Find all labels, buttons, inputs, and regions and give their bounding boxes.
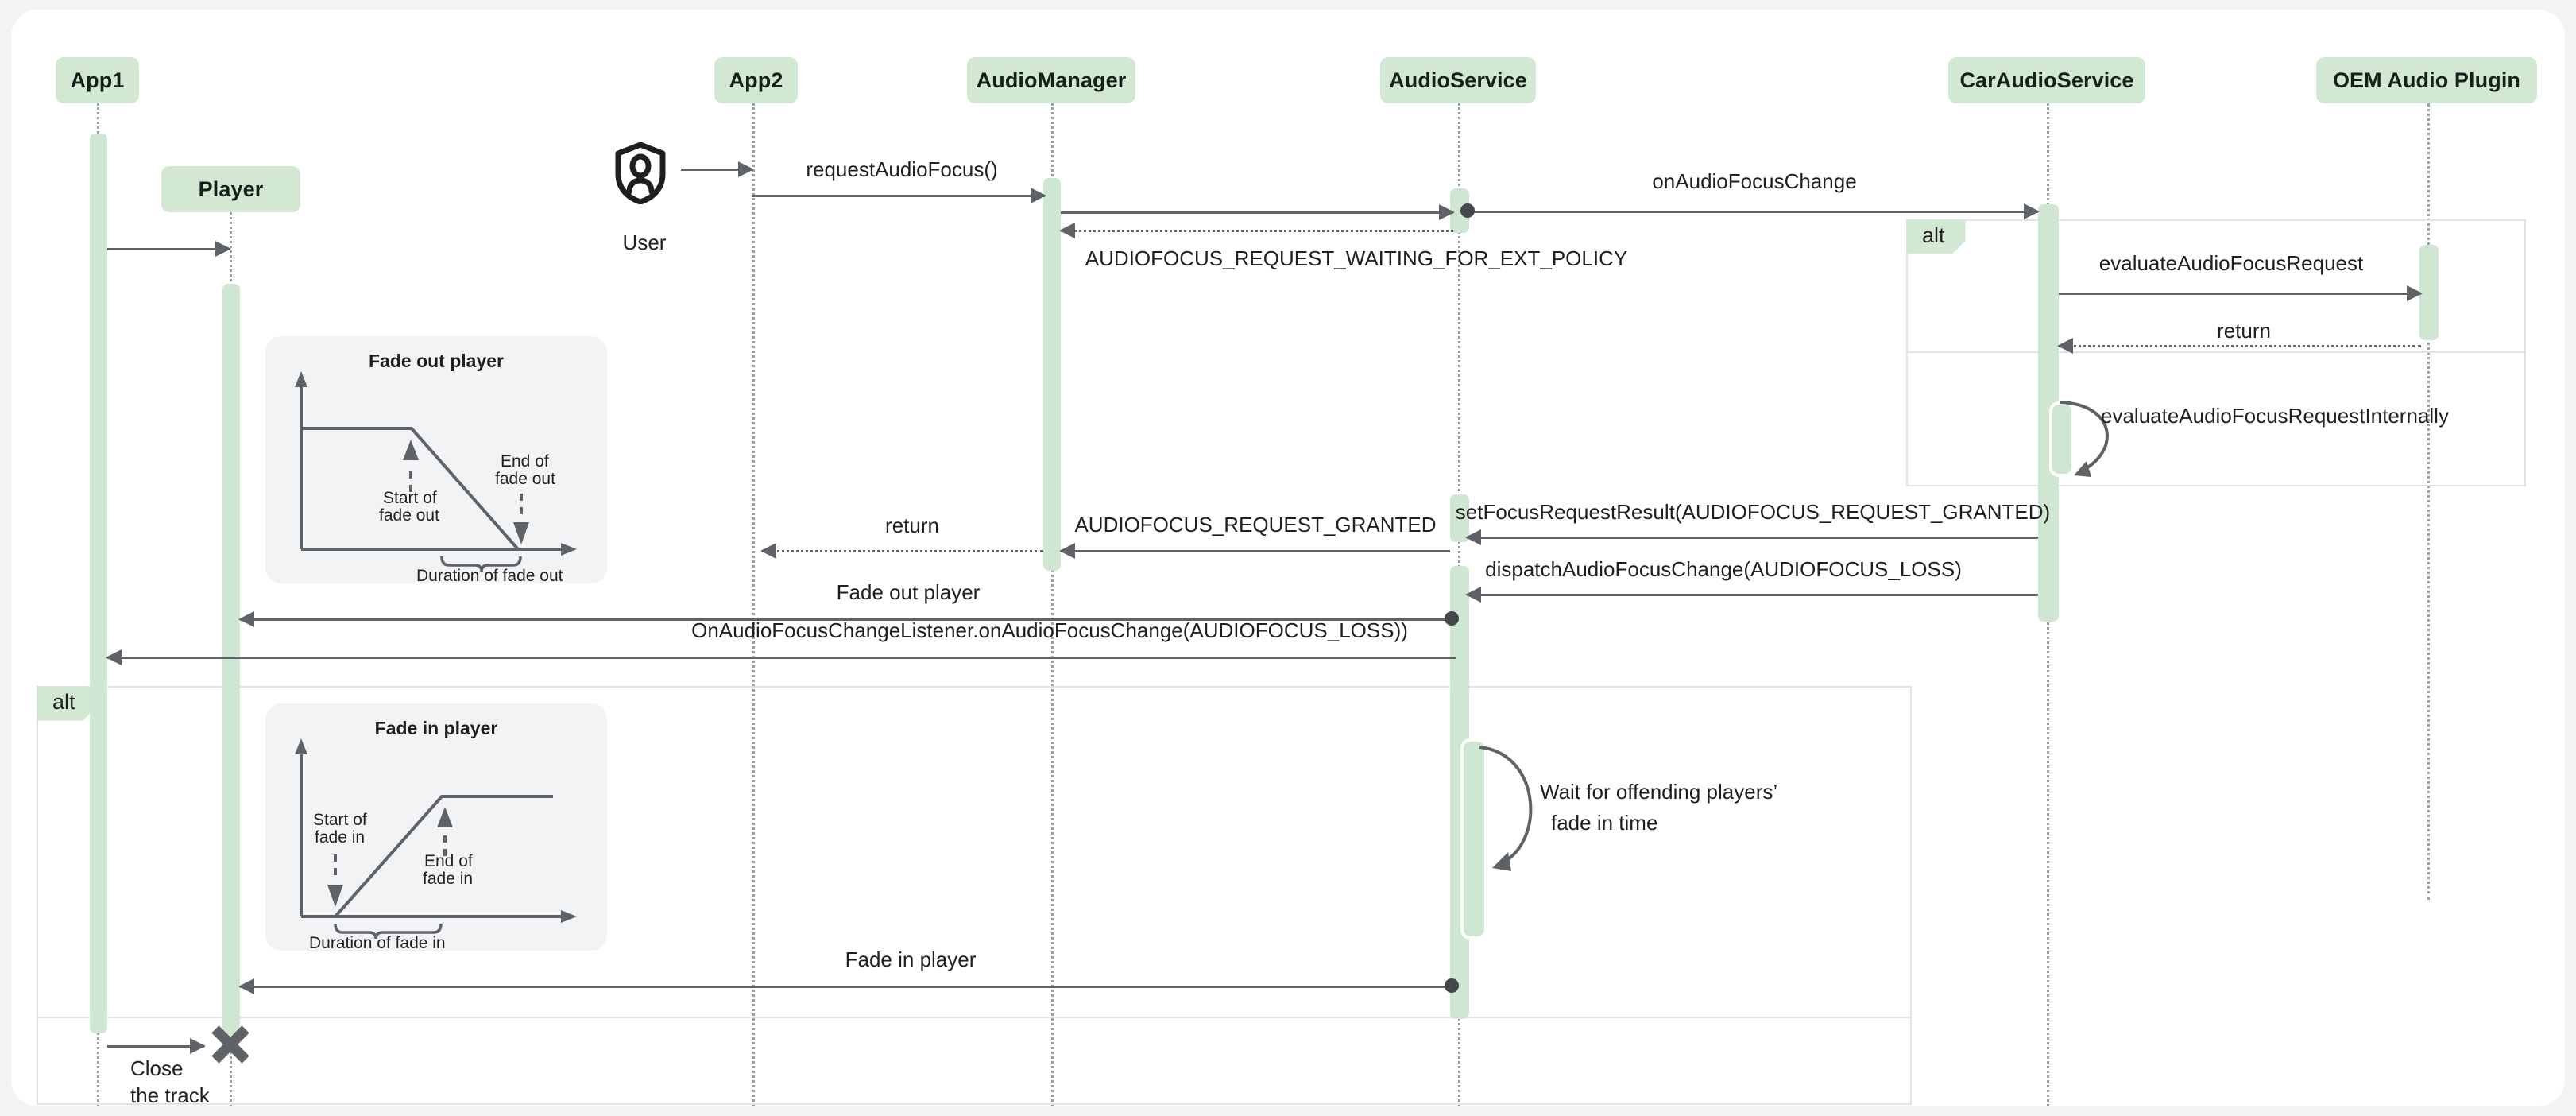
message-line bbox=[107, 248, 230, 250]
message-line bbox=[107, 1045, 204, 1048]
message-origin-dot-icon bbox=[1445, 978, 1459, 993]
label-fade-out-player: Fade out player bbox=[836, 580, 981, 604]
arrowhead-right-icon bbox=[215, 241, 231, 257]
diagram-sheet: alt alt App1 Player App2 AudioManager Au… bbox=[11, 10, 2565, 1107]
label-return-oem: return bbox=[2217, 319, 2271, 343]
message-wait-fade-in bbox=[1475, 741, 1570, 876]
arrowhead-left-icon bbox=[760, 543, 776, 559]
note-fade-out-start-line1: Start of bbox=[383, 489, 437, 507]
activation-app1 bbox=[90, 134, 107, 1033]
alt-tag-left: alt bbox=[37, 686, 96, 721]
note-fade-out-end-line2: fade out bbox=[495, 470, 555, 488]
note-fade-in-start-line1: Start of bbox=[313, 811, 367, 829]
label-wait-fade-in-line1: Wait for offending players’ bbox=[1540, 780, 1778, 804]
label-on-audio-focus-change: onAudioFocusChange bbox=[1652, 169, 1857, 193]
note-fade-in-end-line1: End of bbox=[424, 852, 473, 870]
label-audiofocus-request-granted: AUDIOFOCUS_REQUEST_GRANTED bbox=[1074, 513, 1437, 537]
message-line bbox=[681, 169, 752, 171]
label-evaluate-audio-focus-request: evaluateAudioFocusRequest bbox=[2098, 251, 2364, 275]
arrowhead-right-icon bbox=[2407, 285, 2423, 301]
message-line bbox=[1061, 211, 1453, 214]
arrowhead-right-icon bbox=[190, 1038, 206, 1054]
alt-fragment-left bbox=[37, 686, 1912, 1105]
label-set-focus-request-result: setFocusRequestResult(AUDIOFOCUS_REQUEST… bbox=[1455, 500, 2051, 524]
activation-player bbox=[222, 284, 240, 1040]
arrowhead-right-icon bbox=[2024, 203, 2040, 219]
x-destroy-icon bbox=[213, 1027, 248, 1062]
message-line bbox=[240, 618, 1456, 621]
participant-player[interactable]: Player bbox=[161, 166, 300, 212]
fade-out-chart bbox=[295, 371, 577, 572]
message-line bbox=[762, 550, 1043, 552]
alt-tag-right: alt bbox=[1906, 219, 1966, 254]
label-fade-in-player: Fade in player bbox=[845, 947, 977, 971]
arrowhead-left-icon bbox=[238, 611, 254, 627]
message-origin-dot-icon bbox=[1460, 203, 1475, 218]
message-origin-dot-icon bbox=[1445, 611, 1459, 626]
lifeline-oemplugin bbox=[2427, 103, 2430, 900]
arrowhead-right-icon bbox=[738, 161, 754, 177]
note-fade-in-end-line2: fade in bbox=[423, 870, 474, 888]
note-fade-out-end-line1: End of bbox=[501, 452, 549, 471]
message-line bbox=[1061, 230, 1453, 232]
arrowhead-left-icon bbox=[1059, 543, 1075, 559]
note-fade-out-player: Fade out player Start of fade bbox=[265, 336, 607, 585]
note-fade-in-start-line2: fade in bbox=[315, 828, 366, 847]
participant-app1[interactable]: App1 bbox=[56, 57, 139, 103]
message-line bbox=[1467, 594, 2038, 596]
participant-caraudioservice[interactable]: CarAudioService bbox=[1948, 57, 2145, 103]
arrowhead-right-icon bbox=[1031, 188, 1046, 203]
arrowhead-left-icon bbox=[1465, 529, 1481, 545]
participant-audioservice[interactable]: AudioService bbox=[1380, 57, 1536, 103]
message-line bbox=[1464, 211, 2038, 213]
label-on-audio-focus-change-listener: OnAudioFocusChangeListener.onAudioFocusC… bbox=[691, 618, 1408, 642]
arrowhead-left-icon bbox=[1059, 223, 1075, 238]
message-line bbox=[107, 657, 1456, 659]
arrowhead-left-icon bbox=[2057, 338, 2073, 354]
arrowhead-left-icon bbox=[238, 978, 254, 994]
note-fade-out-title: Fade out player bbox=[369, 351, 504, 371]
activation-audioservice-wait bbox=[1460, 738, 1487, 940]
lifeline-audiomanager bbox=[1051, 103, 1054, 1106]
lifeline-app2 bbox=[752, 103, 755, 1106]
note-fade-in-player: Fade in player Start of fade i bbox=[265, 703, 607, 952]
label-dispatch-audio-focus-change: dispatchAudioFocusChange(AUDIOFOCUS_LOSS… bbox=[1485, 557, 1962, 581]
alt-right-divider bbox=[1908, 351, 2524, 353]
note-fade-in-title: Fade in player bbox=[374, 718, 498, 738]
label-close-the-track-line2: the track bbox=[130, 1083, 210, 1107]
activation-audiomanager bbox=[1043, 178, 1061, 571]
note-fade-out-start-line2: fade out bbox=[379, 506, 439, 525]
label-close-the-track-line1: Close bbox=[130, 1056, 184, 1080]
message-line bbox=[1467, 537, 2038, 539]
arrowhead-right-icon bbox=[1439, 204, 1455, 220]
user-shield-icon bbox=[614, 141, 667, 205]
note-fade-in-duration: Duration of fade in bbox=[309, 934, 446, 952]
message-line bbox=[752, 195, 1045, 197]
label-audiofocus-waiting-ext-policy: AUDIOFOCUS_REQUEST_WAITING_FOR_EXT_POLIC… bbox=[1085, 246, 1628, 270]
participant-app2[interactable]: App2 bbox=[714, 57, 798, 103]
participant-audiomanager[interactable]: AudioManager bbox=[967, 57, 1135, 103]
arrowhead-left-icon bbox=[1465, 587, 1481, 603]
participant-oemplugin[interactable]: OEM Audio Plugin bbox=[2316, 57, 2537, 103]
alt-fragment-right bbox=[1906, 219, 2526, 486]
message-line bbox=[2059, 345, 2421, 347]
message-evaluate-internally bbox=[2055, 396, 2150, 483]
fade-in-chart bbox=[295, 738, 577, 940]
label-evaluate-internally: evaluateAudioFocusRequestInternally bbox=[2101, 404, 2449, 428]
label-wait-fade-in-line2: fade in time bbox=[1551, 811, 1658, 835]
actor-user-label: User bbox=[622, 231, 667, 254]
label-return-audiomanager: return bbox=[885, 513, 939, 537]
activation-oemplugin bbox=[2419, 245, 2439, 340]
alt-left-divider bbox=[38, 1017, 1910, 1018]
arrowhead-left-icon bbox=[106, 649, 122, 665]
message-line bbox=[2059, 293, 2421, 295]
message-line bbox=[240, 986, 1456, 988]
label-request-audio-focus: requestAudioFocus() bbox=[806, 157, 998, 181]
message-line bbox=[1061, 550, 1450, 552]
activation-caraudioservice-self bbox=[2049, 401, 2075, 477]
note-fade-out-duration: Duration of fade out bbox=[416, 567, 563, 585]
